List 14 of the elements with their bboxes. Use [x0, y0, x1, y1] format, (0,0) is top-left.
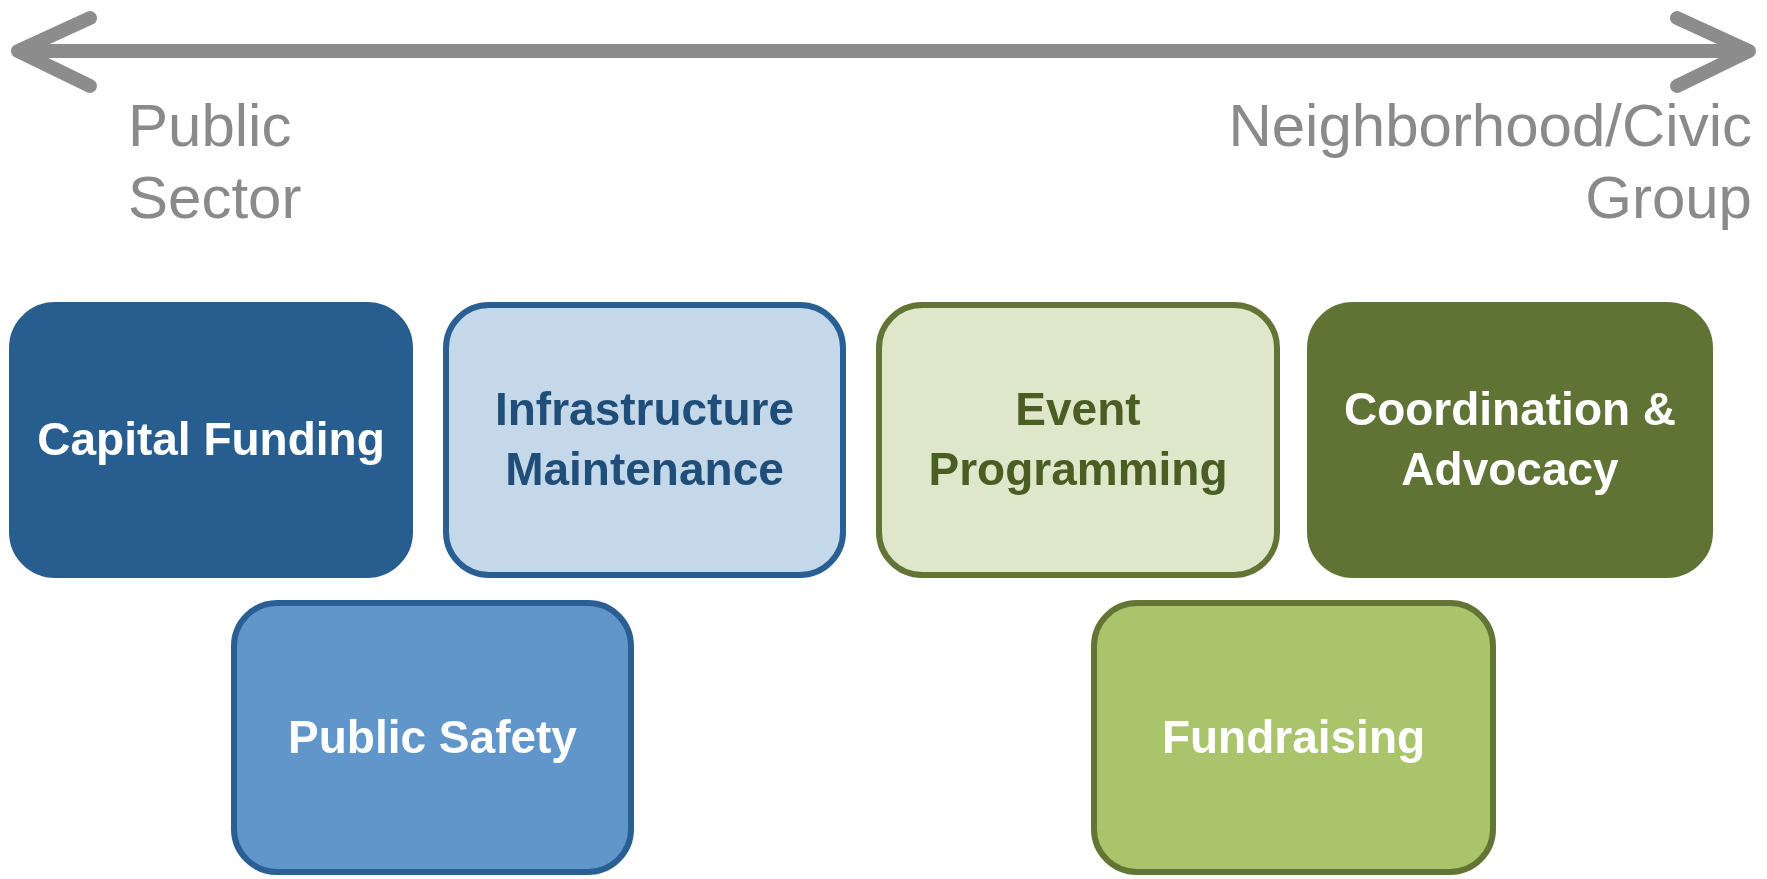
box-label: Event Programming	[927, 382, 1229, 497]
box-label: Capital Funding	[36, 412, 386, 468]
spectrum-end-label: Public Sector	[128, 91, 303, 233]
box-label: Public Safety	[287, 709, 578, 765]
category-box	[876, 302, 1280, 578]
category-box	[231, 600, 634, 875]
category-box	[1307, 302, 1713, 578]
box-label: Fundraising	[1160, 709, 1427, 765]
box-label: Coordination & Advocacy	[1342, 382, 1678, 497]
category-box	[443, 302, 846, 578]
category-box	[1091, 600, 1496, 875]
category-box	[9, 302, 413, 578]
spectrum-end-label: Neighborhood/Civic Group	[1227, 91, 1752, 233]
box-label: Infrastructure Maintenance	[493, 382, 796, 497]
